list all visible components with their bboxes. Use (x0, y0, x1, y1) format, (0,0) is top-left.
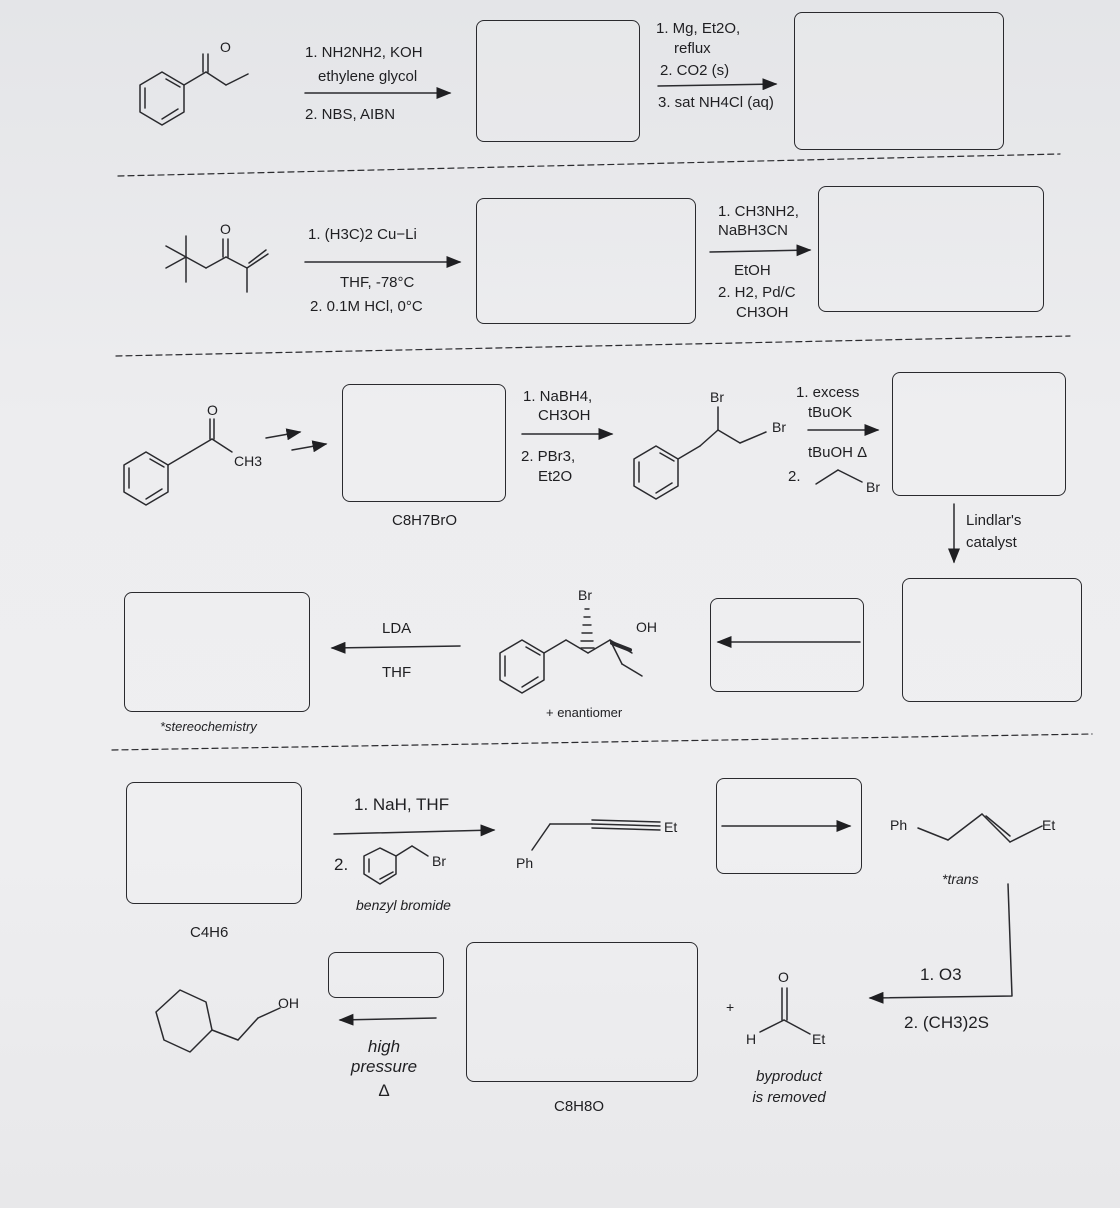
reagent-text: 2. (788, 468, 801, 485)
trans-alkene-structure (917, 813, 1043, 843)
section-divider (117, 153, 1061, 177)
reagent-text: CH3OH (538, 407, 591, 424)
bromine-label: Br (710, 389, 724, 405)
hashed-wedge (580, 608, 595, 649)
bromine-label: Br (578, 587, 592, 603)
ethyl-label: Et (664, 819, 677, 835)
reagent-text: 2. PBr3, (521, 448, 576, 465)
reagent-text: ethylene glycol (318, 68, 418, 85)
bromine-label: Br (866, 479, 880, 495)
note-text: benzyl bromide (356, 897, 451, 913)
reagent-text: pressure (350, 1057, 418, 1076)
answer-box[interactable] (794, 12, 1004, 150)
ethyl-label: Et (812, 1031, 825, 1047)
reagent-box[interactable] (328, 952, 444, 998)
oxygen-label: O (220, 221, 231, 237)
phenyl-label: Ph (516, 855, 533, 871)
oxygen-label: O (778, 969, 789, 985)
reaction-arrow (657, 78, 778, 91)
formula-label: C8H8O (554, 1098, 605, 1115)
section-divider (115, 335, 1071, 357)
note-text: + enantiomer (546, 705, 623, 720)
reagent-text: catalyst (966, 534, 1017, 551)
answer-box[interactable] (902, 578, 1082, 702)
formula-label: C8H7BrO (392, 512, 458, 529)
reagent-text: 2. (CH3)2S (904, 1013, 990, 1032)
reagent-text: Lindlar's (966, 512, 1022, 529)
reagent-text: THF, -78°C (340, 274, 415, 291)
reagent-text: reflux (674, 40, 711, 57)
reaction-arrow (338, 1013, 437, 1026)
answer-box[interactable] (342, 384, 506, 502)
reagent-text: 1. NH2NH2, KOH (305, 44, 423, 61)
reagent-text: high (367, 1037, 401, 1056)
reagent-text: 2. (334, 855, 349, 874)
reagent-text: 2. 0.1M HCl, 0°C (310, 298, 423, 315)
reagent-text: tBuOH Δ (808, 444, 868, 461)
alkyne-structure (531, 819, 661, 851)
bromohydrin-structure (499, 639, 643, 694)
answer-box[interactable] (476, 198, 696, 324)
oxygen-label: O (220, 39, 231, 55)
reagent-text: 3. sat NH4Cl (aq) (658, 94, 774, 111)
reagent-text: THF (382, 664, 412, 681)
cyclohexylethanol-structure (155, 989, 281, 1053)
reaction-arrow (709, 244, 812, 257)
bromine-label: Br (772, 419, 786, 435)
reagent-text: 1. (H3C)2 Cu−Li (308, 226, 417, 243)
acetophenone-structure (123, 418, 233, 506)
formula-label: C4H6 (190, 924, 229, 941)
answer-box[interactable] (818, 186, 1044, 312)
hydroxyl-label: OH (278, 995, 299, 1011)
reagent-text: tBuOK (808, 404, 853, 421)
reagent-text: 1. NaH, THF (354, 795, 450, 814)
reagent-text: Et2O (538, 468, 573, 485)
ethyl-label: Et (1042, 817, 1055, 833)
reagent-text: 1. O3 (920, 965, 962, 984)
note-text: byproduct (756, 1068, 822, 1085)
reaction-arrow (868, 883, 1013, 1004)
reagent-text: 2. NBS, AIBN (305, 106, 396, 123)
answer-box[interactable] (892, 372, 1066, 496)
plus-sign: + (726, 999, 734, 1015)
propiophenone-structure (139, 53, 249, 126)
reagent-text: 1. excess (796, 384, 860, 401)
reagent-text: EtOH (734, 262, 771, 279)
double-arrow (265, 428, 328, 453)
section-divider (111, 733, 1093, 751)
reagent-text: Δ (378, 1081, 390, 1100)
reagent-text: 2. H2, Pd/C (718, 284, 796, 301)
reagent-box[interactable] (710, 598, 864, 692)
answer-box[interactable] (466, 942, 698, 1082)
reagent-text: 1. NaBH4, (523, 388, 593, 405)
methyl-label: CH3 (234, 453, 262, 469)
note-text: *stereochemistry (160, 719, 257, 734)
answer-box[interactable] (124, 592, 310, 712)
note-text: *trans (942, 871, 979, 887)
benzyl-bromide-structure (363, 845, 429, 885)
dibromide-structure (633, 406, 767, 500)
propanal-structure (759, 987, 811, 1035)
note-text: is removed (752, 1089, 826, 1106)
reaction-arrow (330, 641, 461, 654)
phenyl-label: Ph (890, 817, 907, 833)
reagent-text: NaBH3CN (718, 222, 789, 239)
ethyl-bromide-structure (815, 469, 863, 485)
enone-structure (165, 235, 269, 293)
answer-box[interactable] (126, 782, 302, 904)
answer-box[interactable] (476, 20, 640, 142)
reagent-text: 1. Mg, Et2O, (656, 20, 741, 37)
oxygen-label: O (207, 402, 218, 418)
reagent-text: LDA (382, 620, 412, 637)
reagent-text: 1. CH3NH2, (718, 203, 799, 220)
bromine-label: Br (432, 853, 446, 869)
reagent-text: 2. CO2 (s) (660, 62, 730, 79)
reaction-arrow (333, 824, 496, 837)
reagent-text: CH3OH (736, 304, 789, 321)
hydrogen-label: H (746, 1031, 756, 1047)
hydroxyl-label: OH (636, 619, 657, 635)
